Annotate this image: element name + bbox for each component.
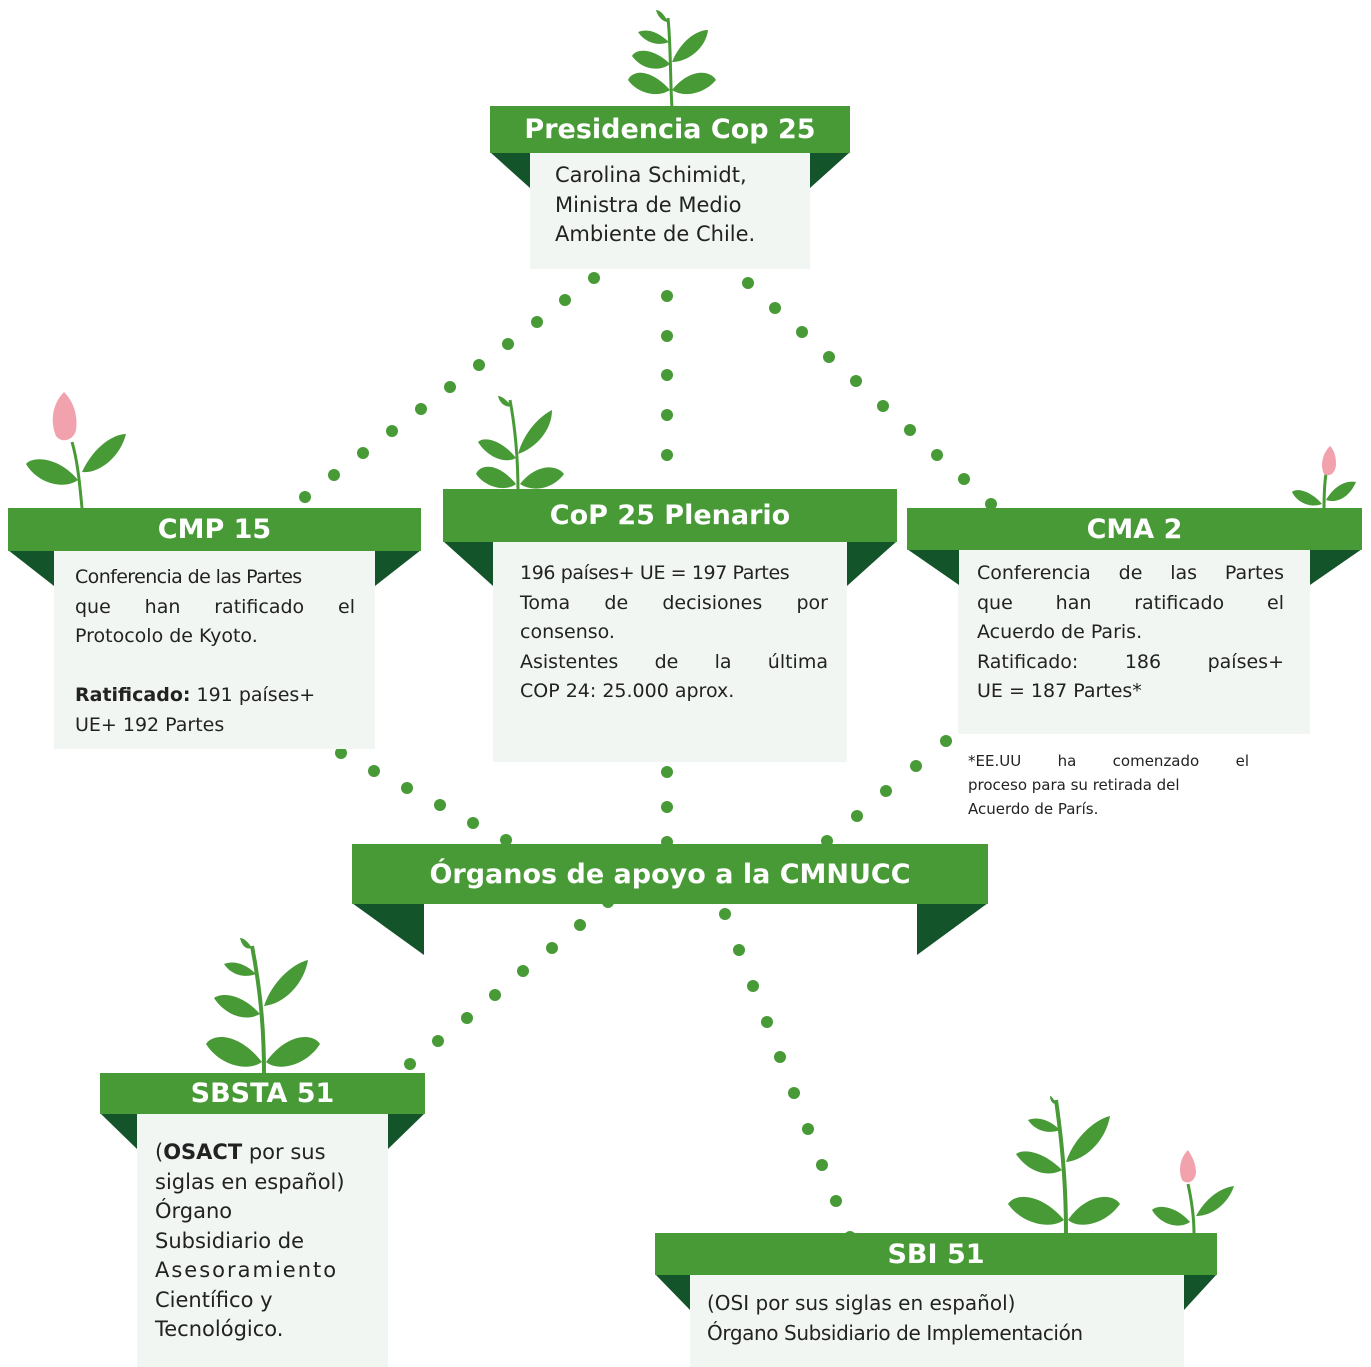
cmp-line: UE+ 192 Partes [75, 713, 225, 736]
cmp-line: Conferencia de las Partes [75, 566, 302, 588]
ribbon-fold [490, 152, 530, 188]
sbi-card: (OSI por sus siglas en español) Órgano S… [690, 1275, 1184, 1367]
plant-icon [206, 938, 320, 1074]
cmp-line: que han ratificado el [75, 595, 355, 618]
cma-card: Conferencia de las Partes que han ratifi… [958, 550, 1310, 734]
plenario-banner: CoP 25 Plenario [443, 489, 897, 542]
sbsta-paren: ( [155, 1140, 164, 1164]
footnote-line: Acuerdo de París. [968, 800, 1099, 818]
footnote-line: *EE.UU ha comenzado el [968, 752, 1249, 770]
cmp-banner: CMP 15 [8, 508, 421, 551]
ribbon-fold [100, 1113, 137, 1149]
cma-banner: CMA 2 [907, 508, 1362, 550]
ribbon-fold [847, 541, 897, 586]
plenario-card: 196 países+ UE = 197 Partes Toma de deci… [493, 542, 847, 762]
cmp-ratified-label: Ratificado: [75, 684, 191, 706]
sbsta-rest: por sus [242, 1140, 326, 1164]
sbi-banner: SBI 51 [655, 1233, 1217, 1275]
sbi-title: SBI 51 [887, 1238, 985, 1270]
sbsta-card: (OSACT por sus siglas en español) Órgano… [137, 1114, 388, 1367]
sbsta-line: Científico y [155, 1287, 273, 1312]
footnote-line: proceso para su retirada del [968, 776, 1180, 794]
plenario-line: Toma de decisiones por [520, 591, 828, 614]
organos-banner: Órganos de apoyo a la CMNUCC [352, 844, 988, 904]
sbsta-title: SBSTA 51 [190, 1078, 335, 1109]
cma-title: CMA 2 [1086, 513, 1183, 545]
sbi-line: Órgano Subsidiario de Implementación [707, 1320, 1083, 1345]
sbsta-banner: SBSTA 51 [100, 1073, 425, 1114]
sbi-line: (OSI por sus siglas en español) [707, 1291, 1016, 1315]
presidencia-card: Carolina Schimidt, Ministra de Medio Amb… [530, 153, 810, 269]
plenario-line: 196 países+ UE = 197 Partes [520, 562, 790, 584]
ribbon-fold [443, 541, 493, 586]
cma-line: UE = 187 Partes* [977, 680, 1142, 702]
plenario-line: COP 24: 25.000 aprox. [520, 680, 735, 702]
ribbon-fold [1184, 1274, 1217, 1310]
presidencia-line: Carolina Schimidt, [555, 163, 747, 187]
organos-title: Órganos de apoyo a la CMNUCC [429, 858, 911, 890]
ribbon-fold [655, 1274, 690, 1310]
cmp-card: Conferencia de las Partes que han ratifi… [54, 551, 375, 749]
plenario-line: Asistentes de la última [520, 650, 828, 673]
presidencia-line: Ministra de Medio [555, 192, 742, 217]
ribbon-fold [375, 550, 421, 586]
cma-line: Ratificado: 186 países+ [977, 650, 1284, 673]
cmp-ratified-value: 191 países+ [190, 684, 316, 706]
ribbon-fold [917, 903, 988, 955]
cma-line: Acuerdo de Paris. [977, 621, 1143, 643]
flower-plant-icon [26, 392, 126, 508]
sbsta-line: siglas en español) [155, 1169, 345, 1194]
plant-icon [1008, 1096, 1120, 1234]
flower-plant-icon [1152, 1150, 1234, 1234]
ribbon-fold [1310, 549, 1362, 585]
plant-icon [628, 10, 716, 108]
ribbon-fold [810, 152, 850, 188]
ribbon-fold [352, 903, 424, 955]
presidencia-line: Ambiente de Chile. [555, 222, 756, 246]
flower-plant-icon [1292, 446, 1356, 512]
cmp-ratified-line: Ratificado: 191 países+ [75, 681, 355, 711]
cma-line: Conferencia de las Partes [977, 562, 1284, 584]
sbsta-line: Tecnológico. [155, 1317, 284, 1341]
sbsta-acronym: OSACT [163, 1140, 243, 1164]
ribbon-fold [388, 1113, 425, 1149]
sbsta-line-acronym: (OSACT por sus [155, 1138, 388, 1168]
cma-footnote: *EE.UU ha comenzado el proceso para su r… [968, 749, 1249, 821]
sbsta-line: Subsidiario de [155, 1228, 305, 1253]
sbsta-line: Órgano [155, 1199, 233, 1223]
presidencia-banner: Presidencia Cop 25 [490, 106, 850, 153]
ribbon-fold [8, 550, 54, 586]
plant-icon [476, 396, 564, 492]
presidencia-title: Presidencia Cop 25 [524, 114, 816, 145]
plenario-line: consenso. [520, 621, 615, 643]
cma-line: que han ratificado el [977, 591, 1284, 614]
cmp-title: CMP 15 [157, 514, 272, 545]
ribbon-fold [907, 549, 959, 585]
plenario-title: CoP 25 Plenario [549, 500, 791, 531]
cmp-line: Protocolo de Kyoto. [75, 625, 258, 647]
sbsta-line: Asesoramiento [155, 1258, 339, 1282]
